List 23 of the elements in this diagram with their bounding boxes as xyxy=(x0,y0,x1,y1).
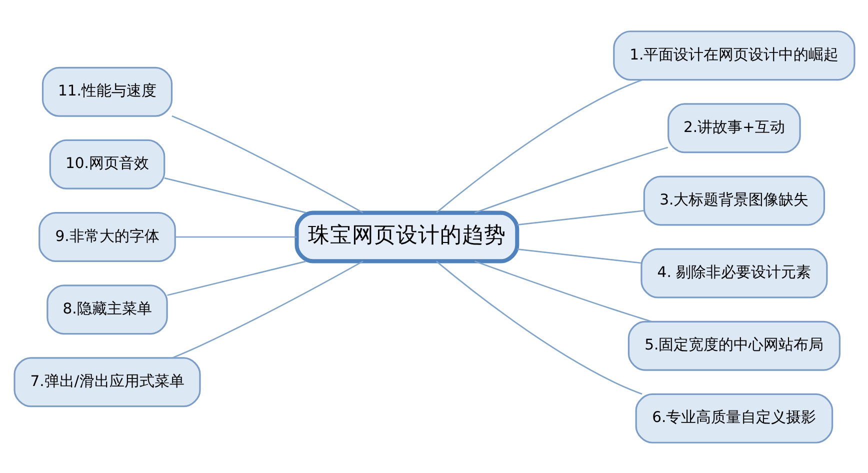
connector xyxy=(516,209,644,225)
node-box: 3.大标题背景图像缺失 xyxy=(642,175,825,226)
connector xyxy=(172,260,363,358)
node-box: 11.性能与速度 xyxy=(41,66,172,116)
node-box: 10.网页音效 xyxy=(48,138,165,189)
node-box: 4. 剔除非必要设计元素 xyxy=(640,248,828,298)
connector xyxy=(166,260,306,296)
node-box: 6.专业高质量自定义摄影 xyxy=(634,392,833,443)
node-box: 1.平面设计在网页设计中的崛起 xyxy=(612,30,855,80)
connector xyxy=(174,236,296,238)
connector xyxy=(171,114,363,213)
node-box: 2.讲故事+互动 xyxy=(667,102,800,153)
node-box: 7.弹出/滑出应用式菜单 xyxy=(13,356,200,407)
node-box: 9.非常大的字体 xyxy=(38,212,176,262)
node-box: 5.固定宽度的中心网站布局 xyxy=(627,320,840,370)
connector xyxy=(435,260,642,394)
connector xyxy=(474,260,652,322)
node-box: 珠宝网页设计的趋势 xyxy=(294,210,519,263)
connector xyxy=(164,176,306,213)
connector xyxy=(516,248,641,264)
connector xyxy=(474,146,668,213)
node-box: 8.隐藏主菜单 xyxy=(46,284,168,334)
connector xyxy=(435,78,642,213)
